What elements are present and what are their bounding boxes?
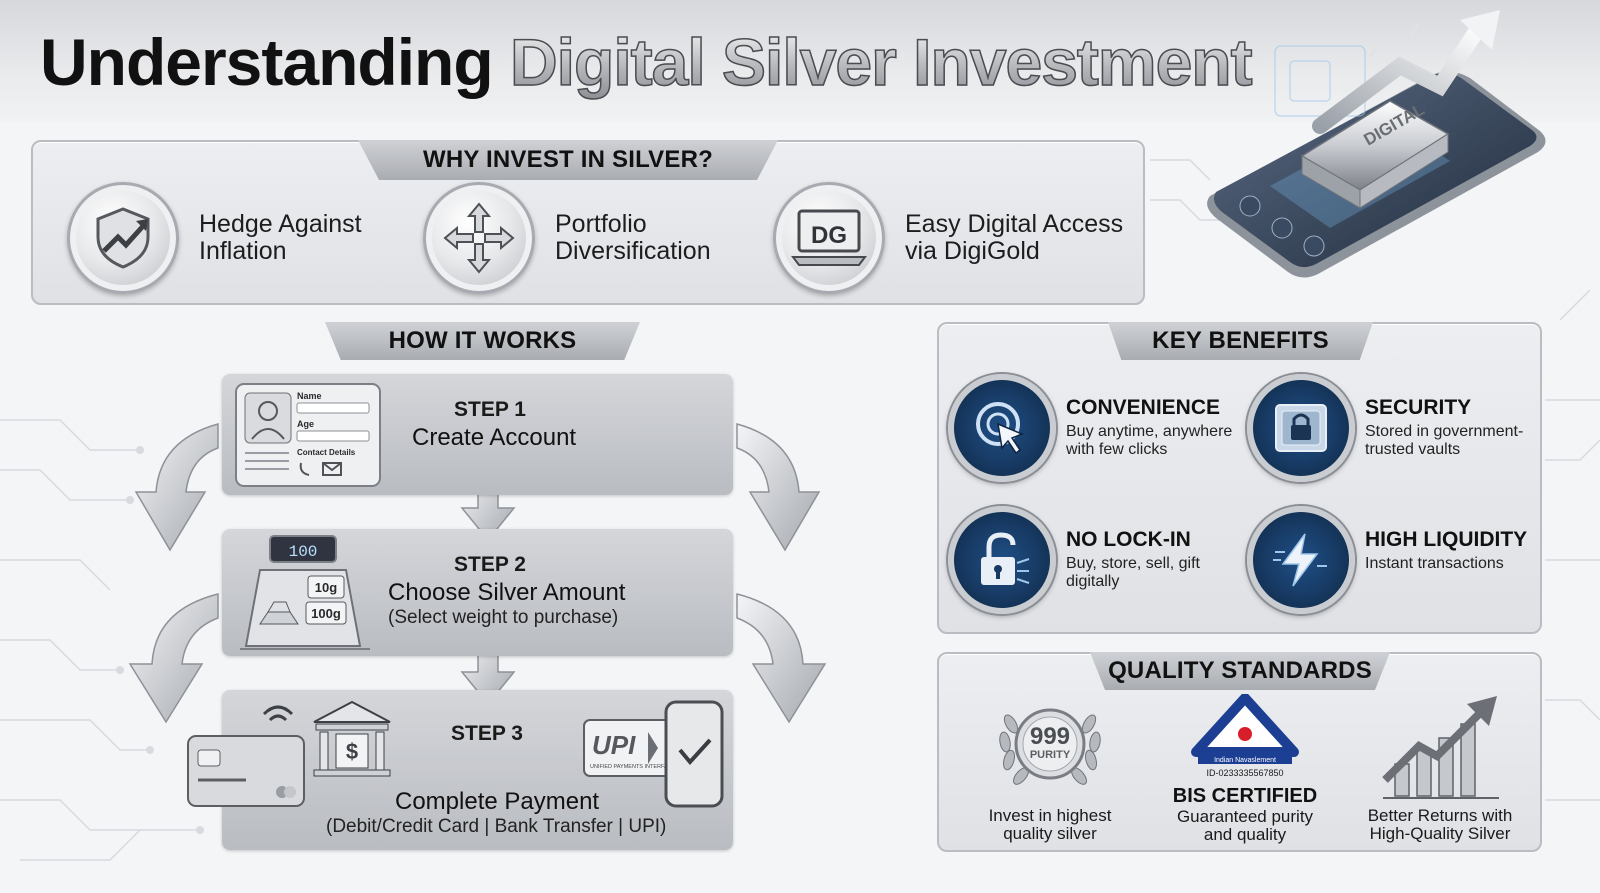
step-1-number: STEP 1 (454, 398, 526, 421)
upi-sub-label: UNIFIED PAYMENTS INTERFACE (590, 764, 676, 770)
svg-text:$: $ (346, 739, 358, 764)
upi-logo: UPI (592, 730, 636, 760)
cursor-click-icon (948, 374, 1056, 482)
form-name-label: Name (297, 391, 322, 401)
diversify-arrows-icon (423, 182, 535, 294)
digigold-laptop-icon: DG (773, 182, 885, 294)
bis-logo-icon: Indian Navaslement ID-0233335567850 (1191, 693, 1299, 778)
page-title: Understanding Digital Silver Investment (40, 24, 1253, 100)
step-2-subtitle: (Select weight to purchase) (388, 607, 619, 628)
scale-weight-2: 100g (311, 606, 341, 621)
benefit-desc-convenience: Buy anytime, anywhere with few clicks (1066, 423, 1233, 458)
why-item-digital-access: DG Easy Digital Access via DigiGold (773, 182, 1123, 294)
benefit-desc-security: Stored in government- trusted vaults (1365, 423, 1524, 458)
benefit-high-liquidity: HIGH LIQUIDITY Instant transactions (1247, 506, 1527, 614)
upi-phone-icon: UPI UNIFIED PAYMENTS INTERFACE (583, 700, 724, 808)
scale-display: 100 (289, 543, 318, 561)
step-2-title: Choose Silver Amount (388, 579, 626, 606)
phone-silver-bar-illustration: DIGITAL (1207, 10, 1546, 278)
step-3-subtitle: (Debit/Credit Card | Bank Transfer | UPI… (326, 816, 667, 837)
benefit-desc-no-lock-in: Buy, store, sell, gift digitally (1066, 555, 1200, 590)
bis-band-text: Indian Navaslement (1214, 757, 1276, 764)
why-label-diversification: Portfolio Diversification (555, 210, 711, 265)
weighing-scale-icon: 100 10g 100g (240, 535, 370, 650)
bis-title: BIS CERTIFIED (1172, 785, 1318, 807)
form-contact-label: Contact Details (297, 448, 356, 457)
bank-icon: $ (313, 700, 391, 777)
vault-lock-icon (1247, 374, 1355, 482)
benefit-title-security: SECURITY (1365, 396, 1472, 419)
shield-growth-icon (67, 182, 179, 294)
returns-caption: Better Returns with High-Quality Silver (1367, 806, 1513, 843)
benefit-no-lock-in: NO LOCK-IN Buy, store, sell, gift digita… (948, 506, 1200, 614)
step-1-title: Create Account (412, 424, 577, 451)
quality-standards-heading: QUALITY STANDARDS (1090, 652, 1390, 690)
why-label-digital-access: Easy Digital Access via DigiGold (905, 210, 1124, 265)
svg-text:DG: DG (811, 222, 847, 249)
benefit-title-convenience: CONVENIENCE (1066, 396, 1221, 419)
benefit-title-no-lock-in: NO LOCK-IN (1066, 528, 1191, 551)
account-form-icon: Name Age Contact Details (235, 383, 381, 487)
form-age-label: Age (297, 419, 314, 429)
quality-returns: Better Returns with High-Quality Silver (1352, 694, 1528, 843)
header-band (0, 0, 1600, 122)
why-item-diversification: Portfolio Diversification (423, 182, 711, 294)
step-2-number: STEP 2 (454, 553, 526, 576)
bis-id: ID-0233335567850 (1206, 768, 1283, 778)
benefit-title-high-liquidity: HIGH LIQUIDITY (1365, 528, 1528, 551)
benefit-desc-high-liquidity: Instant transactions (1365, 555, 1504, 572)
unlocked-padlock-icon (948, 506, 1056, 614)
purity-laurel-badge-icon: 999 PURITY (999, 708, 1101, 785)
benefit-security: SECURITY Stored in government- trusted v… (1247, 374, 1523, 482)
why-item-hedge: Hedge Against Inflation (67, 182, 362, 294)
lightning-icon (1247, 506, 1355, 614)
bis-caption: Guaranteed purity and quality (1176, 807, 1314, 844)
title-part-2: Digital Silver Investment (509, 24, 1253, 100)
card-and-bank-icons: $ (187, 700, 391, 807)
how-it-works-heading: HOW IT WORKS (325, 322, 640, 360)
step-3-number: STEP 3 (451, 722, 523, 745)
quality-bis: Indian Navaslement ID-0233335567850 BIS … (1165, 693, 1325, 844)
step-3-title: Complete Payment (395, 788, 600, 815)
quality-purity: 999 PURITY Invest in highest quality sil… (970, 694, 1130, 843)
key-benefits-heading: KEY BENEFITS (1108, 322, 1373, 360)
why-invest-heading: WHY INVEST IN SILVER? (358, 140, 778, 180)
purity-word: PURITY (1030, 749, 1071, 761)
why-label-hedge: Hedge Against Inflation (199, 210, 362, 265)
title-part-1: Understanding (40, 25, 511, 99)
purity-caption: Invest in highest quality silver (988, 806, 1112, 843)
purity-number: 999 (1030, 723, 1070, 750)
rising-bars-chart-icon (1382, 696, 1499, 799)
scale-weight-1: 10g (315, 580, 337, 595)
benefit-convenience: CONVENIENCE Buy anytime, anywhere with f… (948, 374, 1232, 482)
